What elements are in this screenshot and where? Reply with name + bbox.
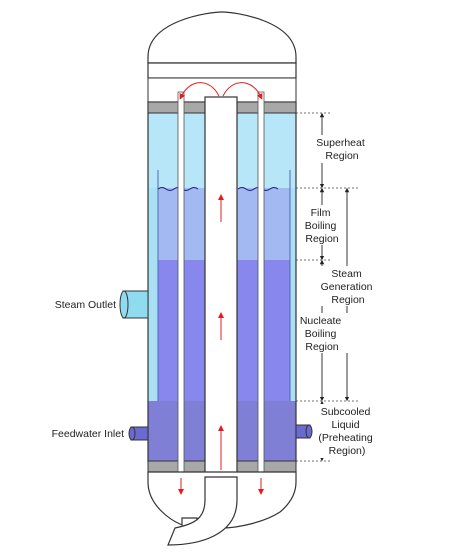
steam-generation-region-label: Steam Generation Region	[321, 268, 376, 306]
tube-right	[257, 91, 265, 498]
feedwater-inlet-nozzle-right-end	[305, 424, 313, 439]
label-mask-steam-gen	[320, 266, 376, 306]
label-mask-subcooled	[314, 404, 380, 458]
label-mask-superheat	[314, 135, 370, 163]
dimension-guides	[296, 112, 360, 462]
subcooled-region-label: Subcooled Liquid (Preheating Region)	[318, 406, 375, 457]
top-dome	[147, 11, 297, 64]
flow-arrow-top-right	[222, 82, 263, 100]
top-flange	[147, 62, 297, 79]
flow-arrow-top-left	[179, 82, 220, 100]
steam-outlet-nozzle-end	[119, 290, 129, 319]
steam-outlet-label: Steam Outlet	[55, 299, 116, 311]
tube-left	[177, 91, 185, 498]
superheat-region-label: Superheat Region	[316, 137, 367, 162]
feedwater-inlet-label: Feedwater Inlet	[52, 428, 124, 440]
label-mask-nucleate	[298, 313, 348, 353]
film-boiling-region-label: Film Boiling Region	[305, 207, 339, 245]
central-riser	[204, 96, 238, 478]
label-mask-film	[304, 205, 342, 245]
feedwater-inlet-nozzle-left-end	[128, 426, 136, 441]
nucleate-boiling-region-label: Nucleate Boiling Region	[300, 315, 344, 353]
bottom-inlet-pipe	[167, 476, 238, 546]
